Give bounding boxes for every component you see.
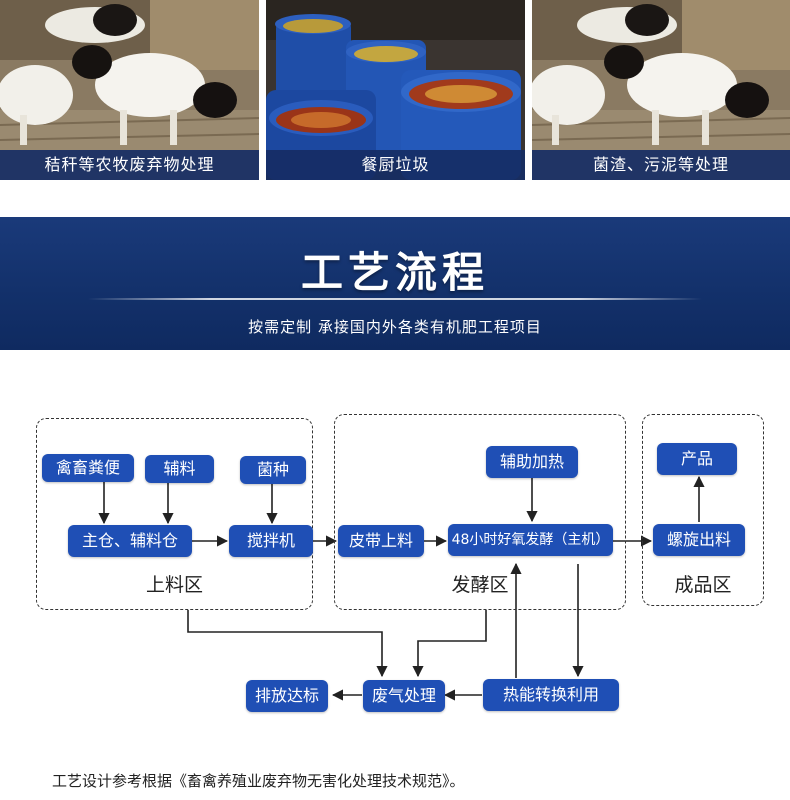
node-mixer: 搅拌机 — [229, 525, 313, 557]
node-product: 产品 — [657, 443, 737, 475]
design-reference-note: 工艺设计参考根据《畜禽养殖业废弃物无害化处理技术规范》。 — [52, 772, 465, 790]
banner-title: 工艺流程 — [300, 248, 489, 297]
node-exhaust: 废气处理 — [363, 680, 445, 712]
photo-straw-waste: 秸秆等农牧废弃物处理 — [0, 0, 259, 180]
zone-fermentation — [334, 414, 626, 610]
arrow-fermentation-to-exhaust — [412, 610, 487, 678]
zone-label-feeding: 上料区 — [145, 574, 203, 596]
node-belt: 皮带上料 — [338, 525, 424, 557]
photo-caption: 餐厨垃圾 — [266, 150, 525, 180]
node-manure: 禽畜粪便 — [42, 454, 134, 482]
node-aux-heat: 辅助加热 — [486, 446, 578, 478]
node-emission: 排放达标 — [246, 680, 328, 712]
photo-caption: 菌渣、污泥等处理 — [532, 150, 790, 180]
process-banner: 工艺流程 按需定制 承接国内外各类有机肥工程项目 — [0, 217, 790, 350]
node-auxiliary: 辅料 — [145, 455, 214, 483]
photo-food-waste: 餐厨垃圾 — [266, 0, 525, 180]
photo-caption: 秸秆等农牧废弃物处理 — [0, 150, 259, 180]
zone-label-product: 成品区 — [674, 574, 732, 596]
arrow-feeding-to-exhaust — [187, 610, 388, 678]
node-main-bin: 主仓、辅料仓 — [68, 525, 192, 557]
zone-product — [642, 414, 764, 606]
photo-mushroom-residue: 菌渣、污泥等处理 — [532, 0, 790, 180]
banner-divider — [88, 298, 702, 300]
zone-feeding — [36, 418, 313, 610]
zone-label-fermentation: 发酵区 — [451, 574, 509, 596]
sheep-pen-image — [0, 0, 259, 180]
node-heat-reuse: 热能转换利用 — [483, 679, 619, 711]
node-fermenter: 48小时好氧发酵（主机） — [448, 524, 613, 556]
banner-subtitle: 按需定制 承接国内外各类有机肥工程项目 — [248, 318, 542, 336]
node-screw-out: 螺旋出料 — [653, 524, 745, 556]
node-strain: 菌种 — [240, 456, 306, 484]
